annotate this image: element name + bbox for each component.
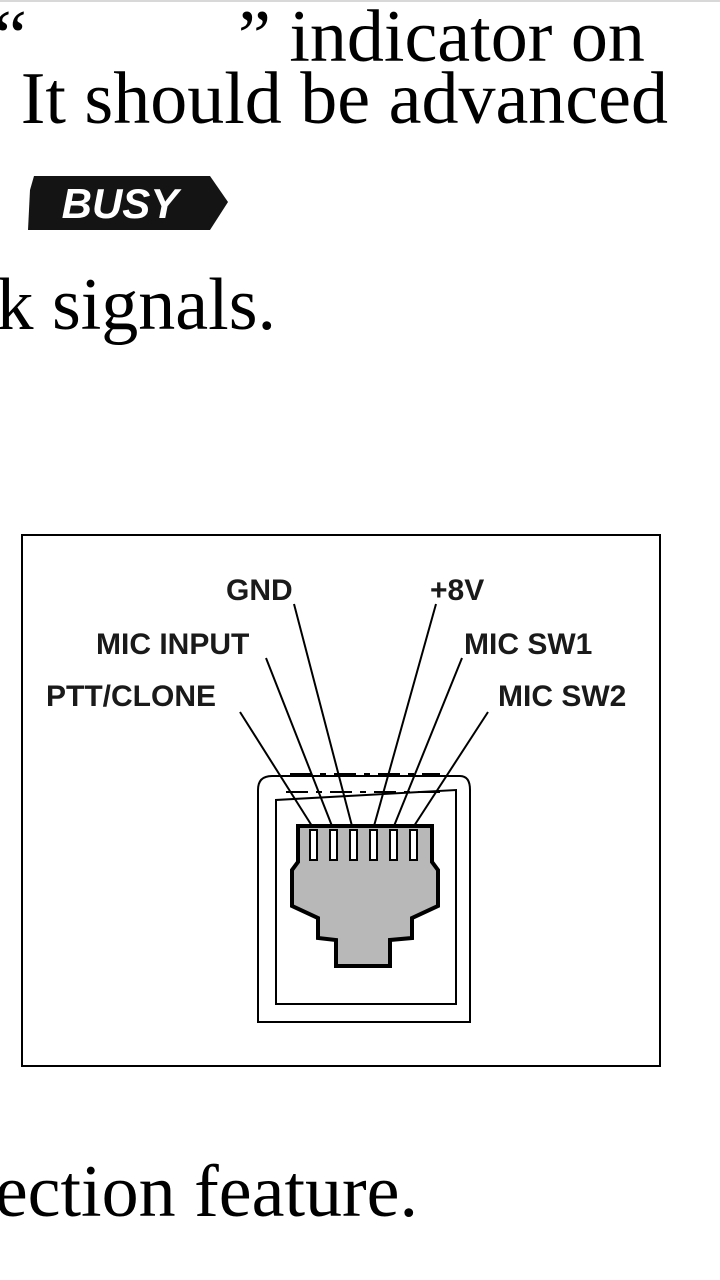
leader-lines bbox=[239, 603, 489, 827]
label-gnd: GND bbox=[226, 574, 293, 607]
paragraph-line-1: It should be advanced bbox=[20, 58, 668, 140]
label-ptt-clone: PTT/CLONE bbox=[46, 680, 216, 713]
label-mic-sw2: MIC SW2 bbox=[498, 680, 626, 713]
paragraph-line-4: ection feature. bbox=[0, 1151, 418, 1233]
rj-connector-body bbox=[290, 824, 440, 968]
top-divider bbox=[0, 0, 720, 2]
close-quote-and-text: ” indicator on bbox=[238, 0, 645, 78]
busy-label: BUSY bbox=[62, 180, 183, 227]
label-mic-input: MIC INPUT bbox=[96, 628, 249, 661]
open-quote: “ bbox=[0, 0, 27, 74]
jack-outer-outline bbox=[257, 775, 471, 1023]
paragraph-line-2: “ BUSY ” indicator on bbox=[0, 0, 720, 230]
connector-pins bbox=[309, 829, 418, 861]
diagram-frame bbox=[21, 534, 661, 1067]
label-mic-sw1: MIC SW1 bbox=[464, 628, 592, 661]
label-plus8v: +8V bbox=[430, 574, 484, 607]
paragraph-line-3: k signals. bbox=[0, 264, 276, 346]
busy-indicator-icon: BUSY bbox=[28, 176, 228, 230]
jack-inner-outline bbox=[275, 788, 457, 1005]
